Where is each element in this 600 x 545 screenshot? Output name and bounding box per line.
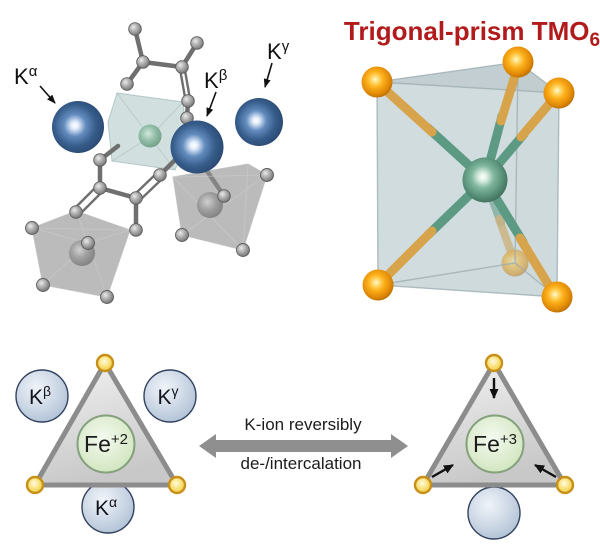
fe-circle xyxy=(465,414,525,474)
o-corner xyxy=(555,475,575,495)
atom xyxy=(260,168,274,182)
atom xyxy=(153,168,167,182)
vacancy-ion-circle xyxy=(467,486,521,540)
reaction-arrow-group: K-ion reversibly de-/intercalation xyxy=(199,415,408,473)
tm-center-sphere xyxy=(462,157,508,203)
prism-face xyxy=(515,62,559,297)
k-alpha-pointer xyxy=(39,85,56,104)
k-alpha-sphere xyxy=(52,101,104,153)
atom xyxy=(217,189,231,203)
k-gamma-ion-circle xyxy=(143,369,197,423)
crystal-structure-panel: Kα Kβ Kγ xyxy=(14,22,290,304)
atom xyxy=(181,94,195,108)
atom xyxy=(136,55,150,69)
oxygen-sphere xyxy=(541,281,573,313)
top-chain xyxy=(120,22,204,125)
atom xyxy=(190,36,204,50)
shift-arrows xyxy=(431,378,557,479)
atom xyxy=(93,181,107,195)
k-gamma-label: Kγ xyxy=(267,38,290,64)
oxygen-sphere xyxy=(362,269,394,301)
atom xyxy=(100,290,114,304)
atom xyxy=(36,278,50,292)
k-gamma-sphere xyxy=(235,98,283,146)
atom xyxy=(81,236,95,250)
tm-atom xyxy=(138,124,162,148)
k-beta-label: Kβ xyxy=(204,67,228,93)
o-corner xyxy=(25,475,45,495)
oxygen-sphere xyxy=(361,66,393,98)
oxygen-spheres xyxy=(361,46,575,313)
o-corner xyxy=(484,353,504,373)
oxygen-sphere xyxy=(543,77,575,109)
k-beta-sphere xyxy=(170,120,224,174)
atom xyxy=(175,228,189,242)
atom xyxy=(93,153,107,167)
double-arrow xyxy=(199,434,408,458)
right-polyhedron xyxy=(172,163,274,257)
k-alpha-ion-label: Kα xyxy=(95,494,117,520)
k-gamma-pointer xyxy=(263,62,273,88)
fe2-label: Fe+2 xyxy=(84,431,128,457)
o-corner xyxy=(167,475,187,495)
fe-circle xyxy=(76,414,136,474)
o-corner xyxy=(413,475,433,495)
metal-atom xyxy=(197,192,223,218)
atom xyxy=(25,221,39,235)
pristine-state-diagram: Fe+2 Kβ Kγ Kα xyxy=(15,353,197,534)
atom xyxy=(236,243,250,257)
k-beta-ion-circle xyxy=(15,369,69,423)
fe3-label: Fe+3 xyxy=(473,431,517,457)
reaction-line2: de-/intercalation xyxy=(241,454,362,473)
k-beta-pointer xyxy=(206,91,217,117)
atom xyxy=(120,77,134,91)
charged-state-diagram: Fe+3 xyxy=(413,353,575,540)
k-beta-ion-label: Kβ xyxy=(29,383,51,409)
atom xyxy=(128,22,142,36)
oxygen-sphere xyxy=(502,46,534,78)
trigonal-prism-panel: Trigonal-prism TMO6 xyxy=(344,16,600,313)
o-corner xyxy=(95,353,115,373)
prism-title: Trigonal-prism TMO6 xyxy=(344,16,600,51)
atom xyxy=(129,223,143,237)
reaction-line1: K-ion reversibly xyxy=(244,415,362,434)
left-polyhedron xyxy=(25,210,131,304)
k-gamma-ion-label: Kγ xyxy=(157,383,178,409)
atom xyxy=(175,60,189,74)
k-alpha-label: Kα xyxy=(14,63,38,89)
teal-polyhedron xyxy=(107,92,188,171)
atom xyxy=(69,205,83,219)
atom xyxy=(129,191,143,205)
